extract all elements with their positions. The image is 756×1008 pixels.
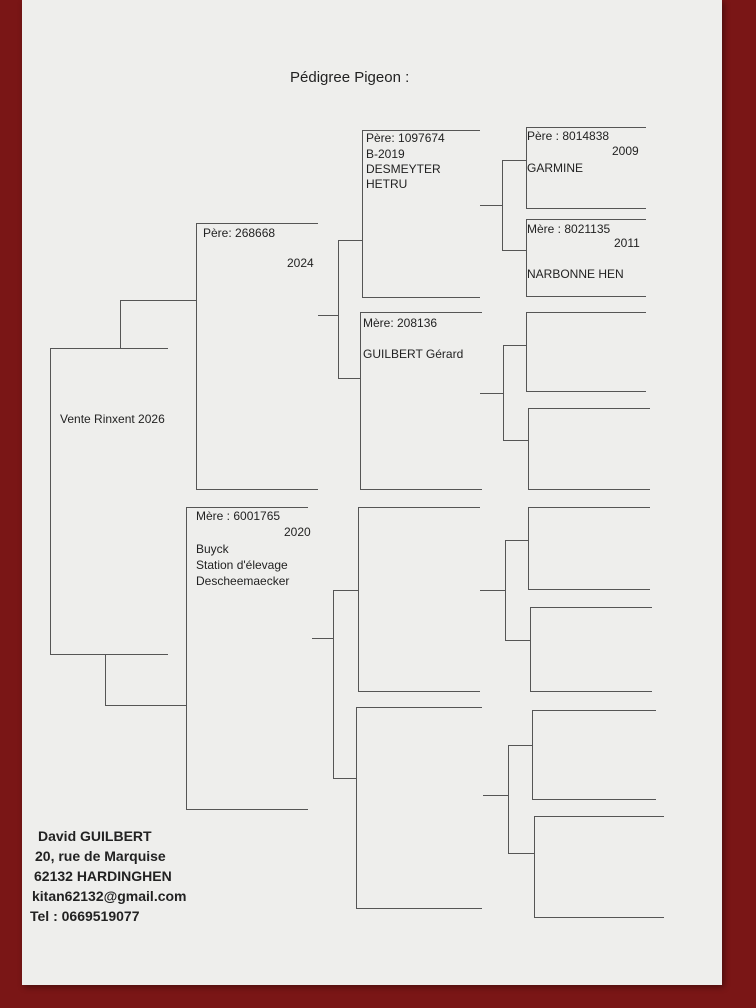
father-box [196, 223, 318, 490]
mm-box [356, 707, 482, 909]
connector [502, 160, 526, 161]
ffm-box [526, 219, 646, 297]
connector [502, 160, 503, 250]
ff-line: HETRU [366, 177, 408, 191]
pedigree-box [526, 312, 646, 392]
connector [120, 300, 121, 348]
mother-line: Station d'élevage [196, 558, 288, 572]
fff-label: Père : 8014838 [527, 129, 610, 143]
owner-phone: Tel : 0669519077 [30, 908, 140, 924]
owner-street: 20, rue de Marquise [35, 848, 166, 864]
connector [503, 345, 526, 346]
connector [505, 540, 506, 640]
pedigree-sheet [22, 0, 722, 985]
connector [502, 250, 526, 251]
connector [105, 705, 186, 706]
connector [120, 300, 196, 301]
fm-box [360, 312, 482, 490]
pedigree-box [528, 507, 650, 590]
father-label: Père: 268668 [203, 226, 276, 240]
mother-label: Mère : 6001765 [196, 509, 281, 523]
connector [333, 778, 356, 779]
connector [338, 240, 362, 241]
fm-label: Mère: 208136 [363, 316, 438, 330]
ffm-name: NARBONNE HEN [527, 267, 624, 281]
owner-city: 62132 HARDINGHEN [34, 868, 172, 884]
connector [505, 640, 530, 641]
connector [508, 745, 532, 746]
ffm-year: 2011 [614, 236, 640, 250]
connector [505, 540, 528, 541]
connector [483, 795, 508, 796]
connector [338, 240, 339, 378]
subject-box [50, 348, 168, 655]
page-title: Pédigree Pigeon : [290, 69, 410, 86]
pedigree-box [532, 710, 656, 800]
mother-line: Descheemaecker [196, 574, 290, 588]
ff-label: Père: 1097674 [366, 131, 445, 145]
connector [503, 440, 528, 441]
connector [503, 345, 504, 440]
connector [480, 393, 503, 394]
ff-line: B-2019 [366, 147, 405, 161]
mf-box [358, 507, 480, 692]
mother-box [186, 507, 308, 810]
fff-box [526, 127, 646, 209]
connector [318, 315, 338, 316]
pedigree-box [530, 607, 652, 692]
connector [338, 378, 360, 379]
connector [333, 590, 334, 778]
connector [508, 853, 534, 854]
fff-year: 2009 [612, 144, 639, 158]
connector [333, 590, 358, 591]
ffm-label: Mère : 8021135 [527, 222, 611, 236]
connector [312, 638, 333, 639]
connector [105, 655, 106, 705]
mother-line: Buyck [196, 542, 229, 556]
owner-name: David GUILBERT [38, 828, 152, 844]
connector [480, 590, 505, 591]
ff-box [362, 130, 480, 298]
connector [480, 205, 502, 206]
owner-email: kitan62132@gmail.com [32, 888, 187, 904]
subject-name: Vente Rinxent 2026 [60, 412, 165, 426]
connector [508, 745, 509, 853]
owner-address: David GUILBERT 20, rue de Marquise 62132… [30, 826, 187, 926]
mother-year: 2020 [284, 525, 311, 539]
father-year: 2024 [287, 256, 314, 270]
fm-line: GUILBERT Gérard [363, 347, 464, 361]
ff-line: DESMEYTER [366, 162, 441, 176]
pedigree-box [528, 408, 650, 490]
fff-name: GARMINE [527, 161, 584, 175]
pedigree-box [534, 816, 664, 918]
